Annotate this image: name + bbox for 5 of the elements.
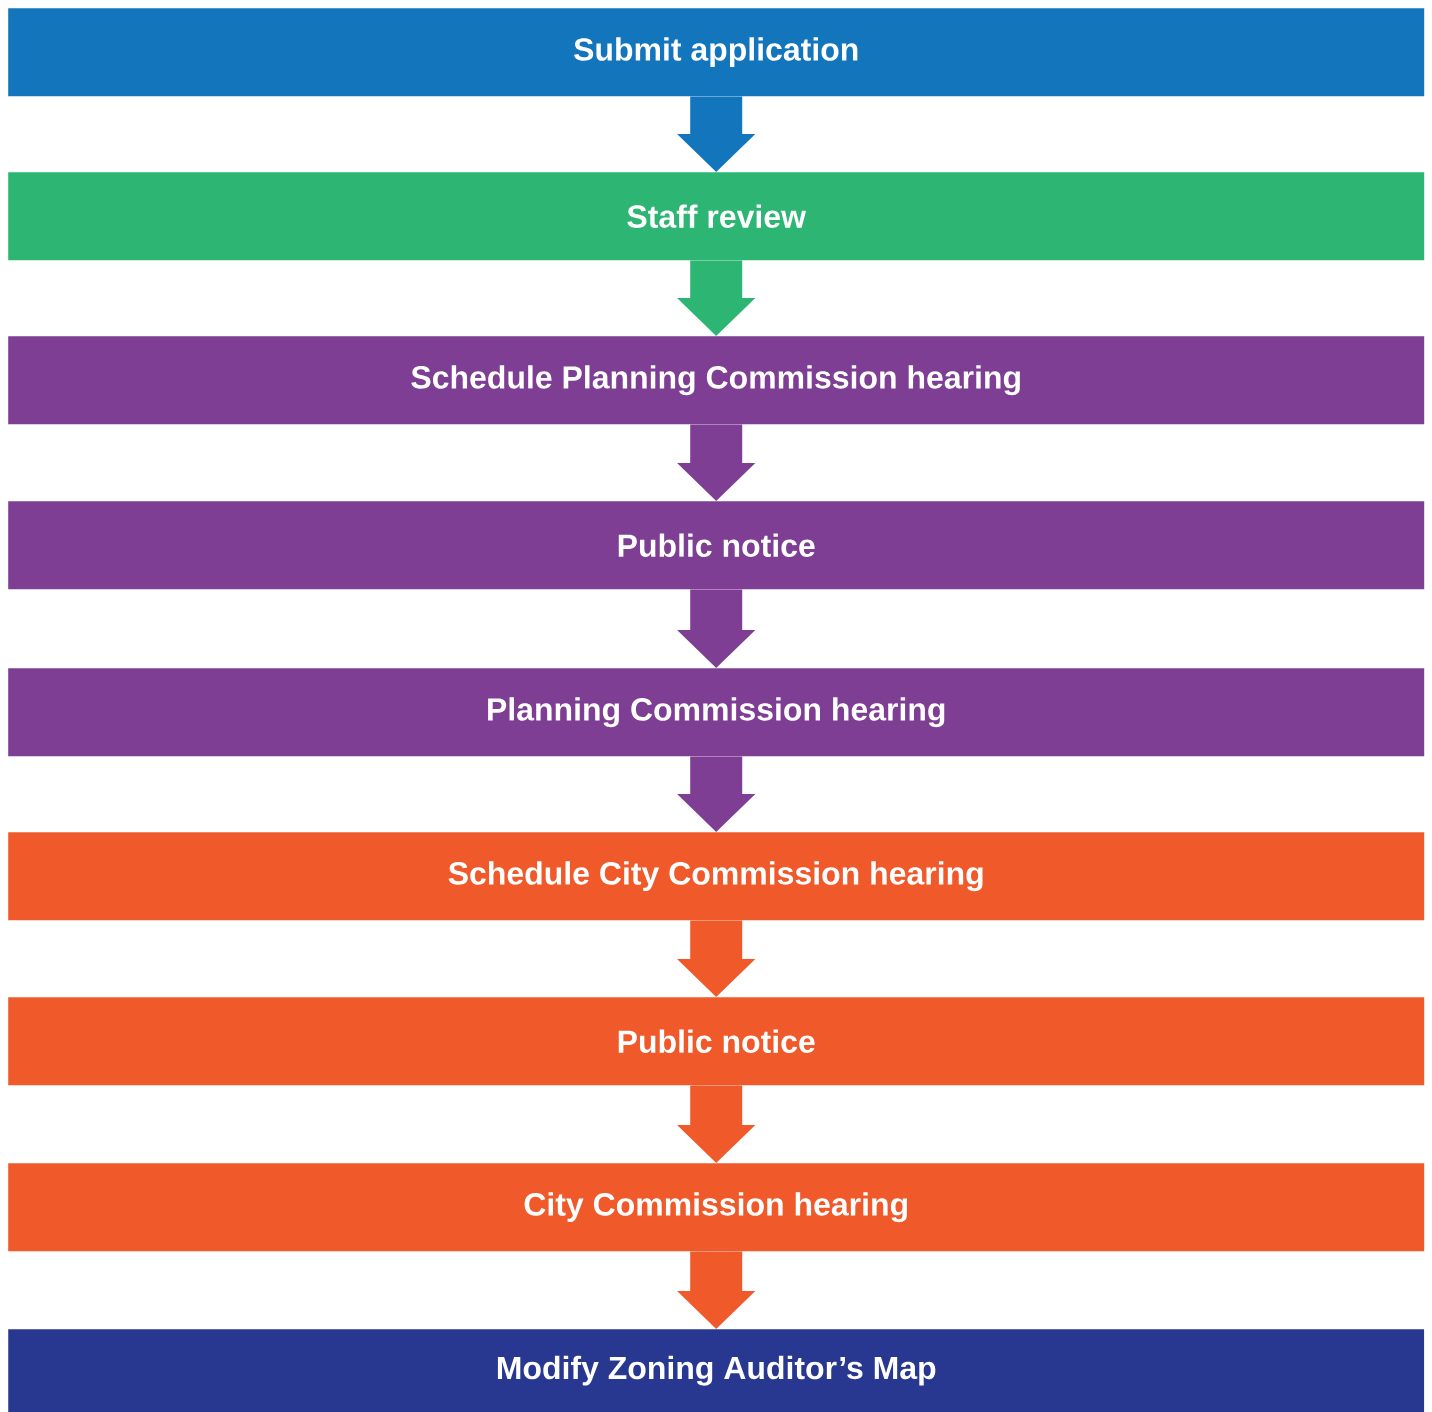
process-box: Staff review: [8, 172, 1425, 261]
process-box: Modify Zoning Auditor’s Map: [8, 1329, 1425, 1412]
process-box: Submit application: [8, 8, 1425, 97]
process-box: Schedule City Commission hearing: [8, 832, 1425, 921]
process-box: Schedule Planning Commission hearing: [8, 336, 1425, 425]
